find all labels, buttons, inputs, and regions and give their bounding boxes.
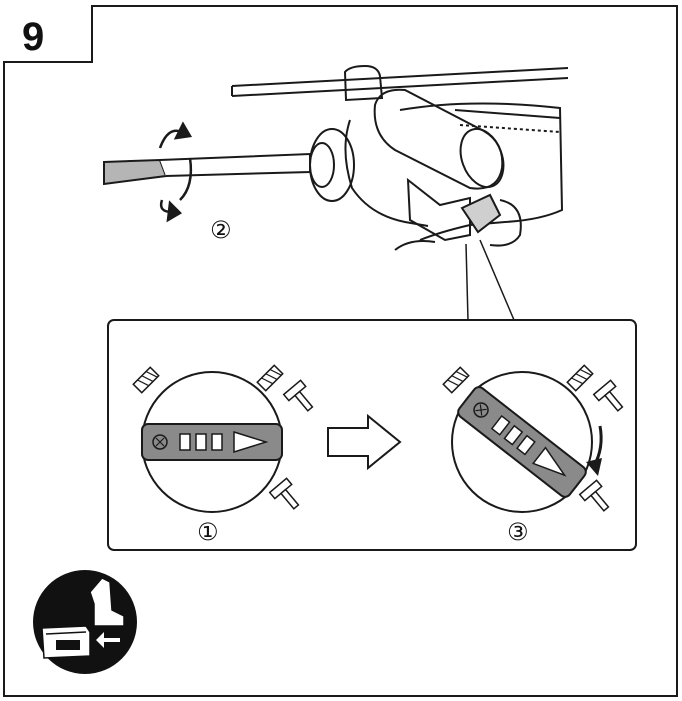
step-label-2: ② — [210, 216, 232, 244]
depth-rod — [231, 67, 569, 87]
left-arrow-icon — [96, 632, 120, 648]
hammer-drill-icon — [256, 364, 284, 392]
battery-removal-icon — [33, 570, 137, 674]
arrow-head — [586, 458, 602, 476]
right-arrow-icon — [327, 413, 402, 471]
screw-mark-icon — [473, 402, 489, 418]
drill-bit-icon — [132, 366, 160, 394]
hammer-icon — [592, 379, 624, 412]
drill-bit-icon — [442, 366, 470, 394]
drill-body — [399, 102, 564, 241]
pointer-triangle — [531, 446, 567, 477]
rod-clamp — [343, 64, 384, 102]
selector-dial-after — [442, 364, 624, 513]
selector-dial-before — [132, 364, 314, 513]
screwdriver-shaft — [159, 152, 311, 177]
pointer-triangle — [233, 430, 269, 454]
mode-selector-housing — [406, 177, 471, 242]
callout-line-left — [465, 243, 469, 321]
rotate-arrows-icon — [158, 121, 193, 223]
hammer-icon — [578, 479, 610, 512]
hammer-drill-icon — [566, 364, 594, 392]
selector-bar-rotated — [457, 386, 587, 498]
hammer-icon — [268, 477, 300, 510]
callout-line-right — [479, 239, 515, 321]
step-label-3: ③ — [507, 518, 529, 546]
step-label-1: ① — [197, 518, 219, 546]
mode-selector-knob — [460, 193, 502, 234]
screwdriver-tip — [103, 158, 168, 186]
screw-mark-icon — [152, 434, 168, 450]
screwdriver — [103, 152, 311, 186]
hammer-icon — [282, 379, 314, 412]
side-grip — [373, 88, 504, 190]
chuck-housing — [344, 119, 429, 227]
drill-illustration — [231, 64, 569, 251]
step-number: 9 — [22, 15, 44, 59]
